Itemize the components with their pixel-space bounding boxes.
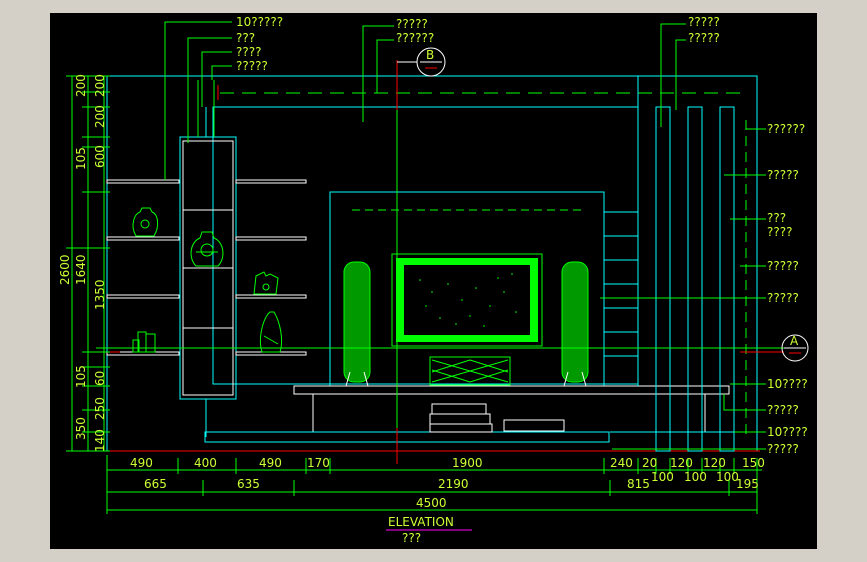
vase-icon [190,231,224,267]
leader-text: ????? [767,442,799,456]
av-receiver [429,403,493,433]
dim-label: 195 [736,477,759,491]
dim-lines-bottom [106,455,762,514]
dim-label: 665 [144,477,167,491]
dim-label: 2190 [438,477,469,491]
dim-label: 815 [627,477,650,491]
dim-label: 120 [703,456,726,470]
right-shelves [235,179,307,356]
dim-label: 100 [651,470,674,484]
tv-screen [404,265,530,335]
leaders-center [362,25,394,122]
leader-text: 10???? [767,377,808,391]
dim-label: 490 [259,456,282,470]
section-marker-a: A [781,334,809,362]
tv-console-top [293,385,730,395]
slat-steps [604,211,638,357]
leaders-right [600,128,766,450]
vase-icon [132,207,159,237]
dim-label: 60 [93,371,107,386]
dim-label: 240 [610,456,633,470]
section-a-letter: A [790,334,799,348]
center-speaker-pattern [431,359,509,383]
dim-total: 4500 [416,496,447,510]
dim-label: 200 [93,74,107,97]
speaker-left [343,261,371,387]
leader-text: ??? [236,31,255,45]
shelf-column [179,136,237,400]
dim-label: 350 [74,417,88,440]
dim-label: 250 [93,397,107,420]
dim-label: 400 [194,456,217,470]
leader-text: ????? [236,59,268,73]
dim-label: 635 [237,477,260,491]
drawing-subtitle: ??? [402,531,421,545]
vase-icon [259,311,283,353]
dim-label: 120 [670,456,693,470]
leader-text: 10???? [767,425,808,439]
right-slat-columns [655,106,735,452]
leader-text: ????? [767,168,799,182]
dim-label: 2600 [58,254,72,285]
dim-label: 105 [74,365,88,388]
section-b-letter: B [426,48,434,62]
leader-text: ???? [767,225,792,239]
cad-viewport[interactable]: B A 10????? ??? ???? ????? ????? ?????? … [50,13,817,549]
tv-outer [391,253,543,347]
leader-text: ???? [236,45,261,59]
leader-text: ????? [396,17,428,31]
leaders-left [164,21,232,180]
floor-platform [204,431,610,443]
dim-label: 200 [93,105,107,128]
dim-label: 100 [684,470,707,484]
leader-text: ????? [767,291,799,305]
leaders-top-right [660,23,686,127]
dvd-player [503,419,565,432]
center-speaker [429,356,511,386]
dim-label: 105 [74,147,88,170]
drawing-title: ELEVATION [388,515,454,529]
dim-label: 140 [93,429,107,452]
speaker-right [561,261,589,387]
dim-label: 200 [74,74,88,97]
left-shelves [106,179,180,356]
dim-label: 490 [130,456,153,470]
leader-text: ????? [767,259,799,273]
dim-label: 600 [93,145,107,168]
vase-icon [253,271,279,295]
dim-label: 1640 [74,254,88,285]
dim-label: 1900 [452,456,483,470]
elevation-drawing: B A 10????? ??? ???? ????? ????? ?????? … [58,15,809,545]
dim-label: 170 [307,456,330,470]
section-marker-b: B [397,47,446,77]
dim-lines-left [66,75,110,452]
leader-text: ????? [688,15,720,29]
leader-text: ????? [688,31,720,45]
tv-screen-speckles [419,273,517,327]
dim-label: 1350 [93,279,107,310]
dim-label: 150 [742,456,765,470]
leader-text: ?????? [396,31,434,45]
dim-label: 20 [642,456,657,470]
glasses-icon [132,331,156,353]
leader-text: ?????? [767,122,805,136]
leader-text: ??? [767,211,786,225]
dim-label: 100 [716,470,739,484]
leader-text: 10????? [236,15,283,29]
leader-text: ????? [767,403,799,417]
